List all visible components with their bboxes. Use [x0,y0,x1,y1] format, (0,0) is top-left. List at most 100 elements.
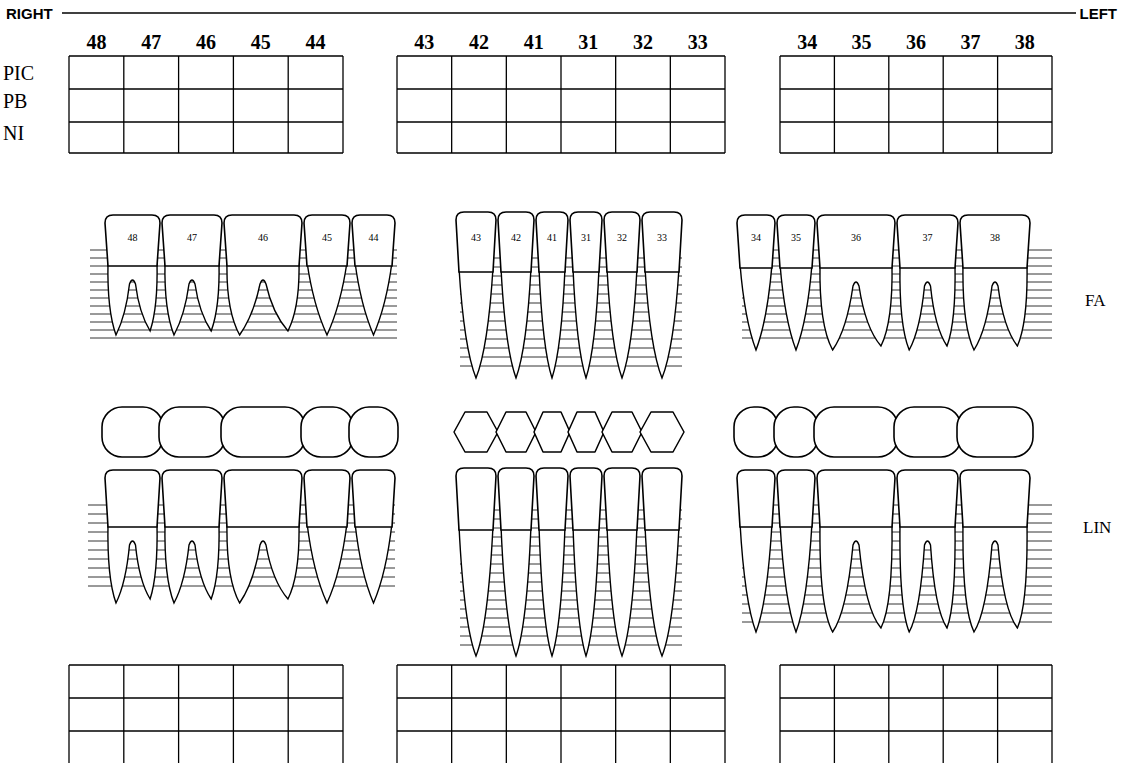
grid-line [780,664,1052,665]
tooth-root [607,526,637,656]
grid-line [397,55,725,56]
tooth-root [963,264,1027,350]
grid-line [670,56,671,153]
tooth-crown [897,215,958,268]
tooth-number: 48 [128,233,138,243]
grid-line [69,88,343,89]
tooth-number: 38 [990,233,1000,243]
bone-level-line [742,613,1052,614]
bone-level-line [742,622,1052,623]
tooth-outline [224,470,302,603]
tooth-outline [224,215,302,335]
bone-level-line [460,627,682,628]
grid-line [69,730,343,731]
tooth-number: 43 [414,32,434,52]
grid-line [397,152,725,153]
occlusal-outline [454,412,498,452]
tooth-crown [777,215,815,268]
tooth-outline [960,215,1030,350]
bone-level-line [460,600,682,601]
grid-line [780,697,1052,698]
grid-line [780,88,1052,89]
tooth-number: 44 [369,233,379,243]
tooth-crown [224,470,302,527]
tooth-number: 32 [617,233,627,243]
tooth-root [645,268,679,378]
grid-line [69,664,343,665]
occlusal-outline [640,412,684,452]
tooth-number: 41 [547,233,557,243]
grid-line [560,56,561,153]
grid-line [397,730,725,731]
grid-line [178,665,179,763]
bone-level-line [460,366,682,367]
occlusal-outline [568,412,604,452]
side-heading: RIGHT [3,6,56,21]
tooth-crown [304,470,350,527]
tooth-root [459,268,493,378]
grid-line [834,665,835,763]
grid-line [288,665,289,763]
tooth-crown [960,470,1030,527]
tooth-outline [352,470,395,603]
tooth-outline [536,468,568,656]
grid-line [997,56,998,153]
tooth-crown [897,470,958,527]
occlusal-outline [349,407,398,457]
tooth-crown [456,468,496,530]
tooth-number: 43 [471,233,481,243]
grid-line [68,665,69,763]
tooth-root [607,268,637,378]
tooth-number: 31 [578,32,598,52]
header-rule [62,12,1076,14]
tooth-root [963,523,1027,632]
grid-line [123,665,124,763]
occlusal-outline [957,407,1033,457]
tooth-number: 33 [688,32,708,52]
tooth-number: 38 [1015,32,1035,52]
tooth-outline [105,215,160,335]
bone-level-line [460,330,682,331]
tooth-outline [456,212,496,378]
tooth-outline [304,470,350,603]
tooth-crown [105,215,160,266]
grid-line [724,665,725,763]
tooth-outline [498,212,534,378]
occlusal-outline [159,407,225,457]
bone-level-line [460,321,682,322]
occlusal-outline [774,407,818,457]
tooth-outline [737,470,775,632]
tooth-root [740,523,772,632]
tooth-outline [817,470,895,632]
tooth-crown [737,470,775,527]
grid-line [69,697,343,698]
tooth-number: 47 [141,32,161,52]
tooth-crown [777,470,815,527]
tooth-number: 36 [851,233,861,243]
tooth-outline [817,215,895,350]
tooth-outline [162,215,222,335]
tooth-crown [642,468,682,530]
tooth-outline [737,215,775,350]
bone-level-line [460,357,682,358]
tooth-root [573,526,599,656]
tooth-number: 34 [797,32,817,52]
tooth-crown [737,215,775,268]
bone-level-line [742,338,1052,339]
grid-line [615,56,616,153]
tooth-crown [498,468,534,530]
grid-line [1051,665,1052,763]
grid-line [506,665,507,763]
grid-line [780,730,1052,731]
tooth-crown [817,470,895,527]
grid-line [1051,56,1052,153]
tooth-root [900,523,955,632]
tooth-outline [777,470,815,632]
tooth-outline [304,215,350,335]
tooth-number: 35 [852,32,872,52]
tooth-number: 32 [633,32,653,52]
occlusal-outline [894,407,961,457]
tooth-number: 37 [960,32,980,52]
tooth-root [820,264,892,350]
